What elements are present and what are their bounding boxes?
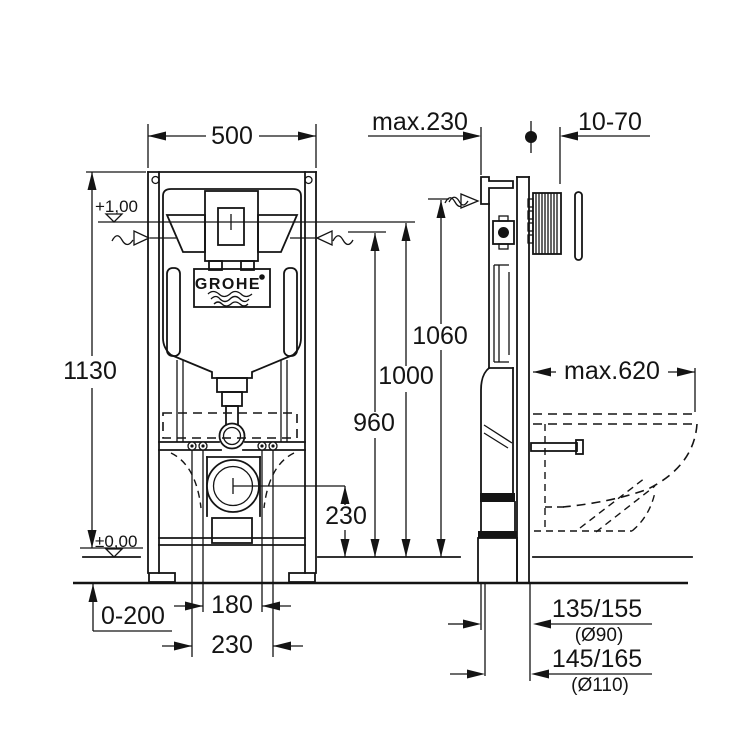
corner-screw-left bbox=[151, 175, 160, 185]
dim-label-1000: 1000 bbox=[378, 362, 434, 390]
dim-height-1130: 1130 bbox=[63, 171, 146, 549]
floor-lines bbox=[73, 556, 693, 585]
toilet-bowl-dashed bbox=[533, 413, 698, 533]
grohe-registered-dot bbox=[259, 274, 265, 280]
dim-label-960: 960 bbox=[353, 409, 395, 437]
dim-label-dia110: (Ø110) bbox=[571, 675, 629, 696]
dim-label-500: 500 bbox=[211, 122, 253, 150]
dim-height-960: 960 bbox=[348, 231, 395, 557]
dim-label-145-165: 145/165 bbox=[552, 645, 642, 673]
dim-label-max620: max.620 bbox=[564, 357, 660, 385]
wall-face-dot bbox=[525, 131, 537, 143]
dim-drain-145-165: 145/165 (Ø110) bbox=[450, 645, 652, 696]
brand-logo-text: GROHE bbox=[195, 276, 261, 293]
dim-cladding-10-70: 10-70 bbox=[559, 108, 650, 184]
wall-bracket bbox=[480, 176, 514, 205]
dim-height-1000: 1000 bbox=[378, 223, 434, 557]
dim-height-1060: 1060 bbox=[412, 196, 469, 557]
dim-label-1130: 1130 bbox=[63, 357, 117, 385]
foot-right bbox=[288, 572, 316, 583]
wall-tie-arrows bbox=[111, 229, 354, 247]
dim-label-1060: 1060 bbox=[412, 322, 468, 350]
dim-label-dia90: (Ø90) bbox=[575, 625, 624, 646]
dim-label-180: 180 bbox=[211, 591, 253, 619]
foot-left bbox=[148, 572, 176, 583]
dim-drain-135-155: 135/155 (Ø90) bbox=[448, 595, 652, 646]
outlet-socket bbox=[211, 517, 253, 544]
level-label-plus100: +1,00 bbox=[95, 197, 138, 216]
corner-screw-right bbox=[304, 175, 313, 185]
dim-depth-max620: max.620 bbox=[533, 357, 696, 412]
dim-fixing-230: 230 bbox=[162, 631, 303, 659]
level-mark-plus100: +1,00 bbox=[95, 197, 415, 230]
flush-pipe bbox=[216, 377, 248, 450]
outlet-assembly bbox=[170, 452, 295, 544]
dim-width-500: 500 bbox=[147, 122, 317, 168]
dim-label-135-155: 135/155 bbox=[552, 595, 642, 623]
level-label-zero: ±0,00 bbox=[95, 532, 137, 551]
side-view bbox=[444, 176, 698, 681]
dim-label-230-bottom: 230 bbox=[211, 631, 253, 659]
drain-pipework bbox=[477, 366, 531, 681]
dim-label-10-70: 10-70 bbox=[578, 108, 642, 136]
actuator-cover-plate bbox=[574, 191, 583, 261]
front-view: GROHE bbox=[147, 171, 317, 583]
wall-face-marker bbox=[525, 121, 537, 153]
actuator-cylinder bbox=[527, 192, 562, 255]
dim-outlet-height-230: 230 bbox=[233, 485, 367, 557]
template-zone-dashed bbox=[162, 412, 298, 439]
dim-label-230-right: 230 bbox=[325, 502, 367, 530]
dim-wall-max230: max.230 bbox=[368, 108, 482, 175]
dim-fixing-180: 180 bbox=[174, 450, 291, 657]
pan-fixing-stud bbox=[530, 442, 578, 452]
dim-foot-0-200: 0-200 bbox=[88, 584, 172, 632]
brand-plate: GROHE bbox=[193, 268, 271, 308]
inspection-shaft-inner bbox=[217, 207, 245, 246]
dim-label-0-200: 0-200 bbox=[101, 602, 165, 630]
dim-label-max230: max.230 bbox=[372, 108, 468, 136]
level-mark-zero: ±0,00 bbox=[95, 532, 137, 558]
